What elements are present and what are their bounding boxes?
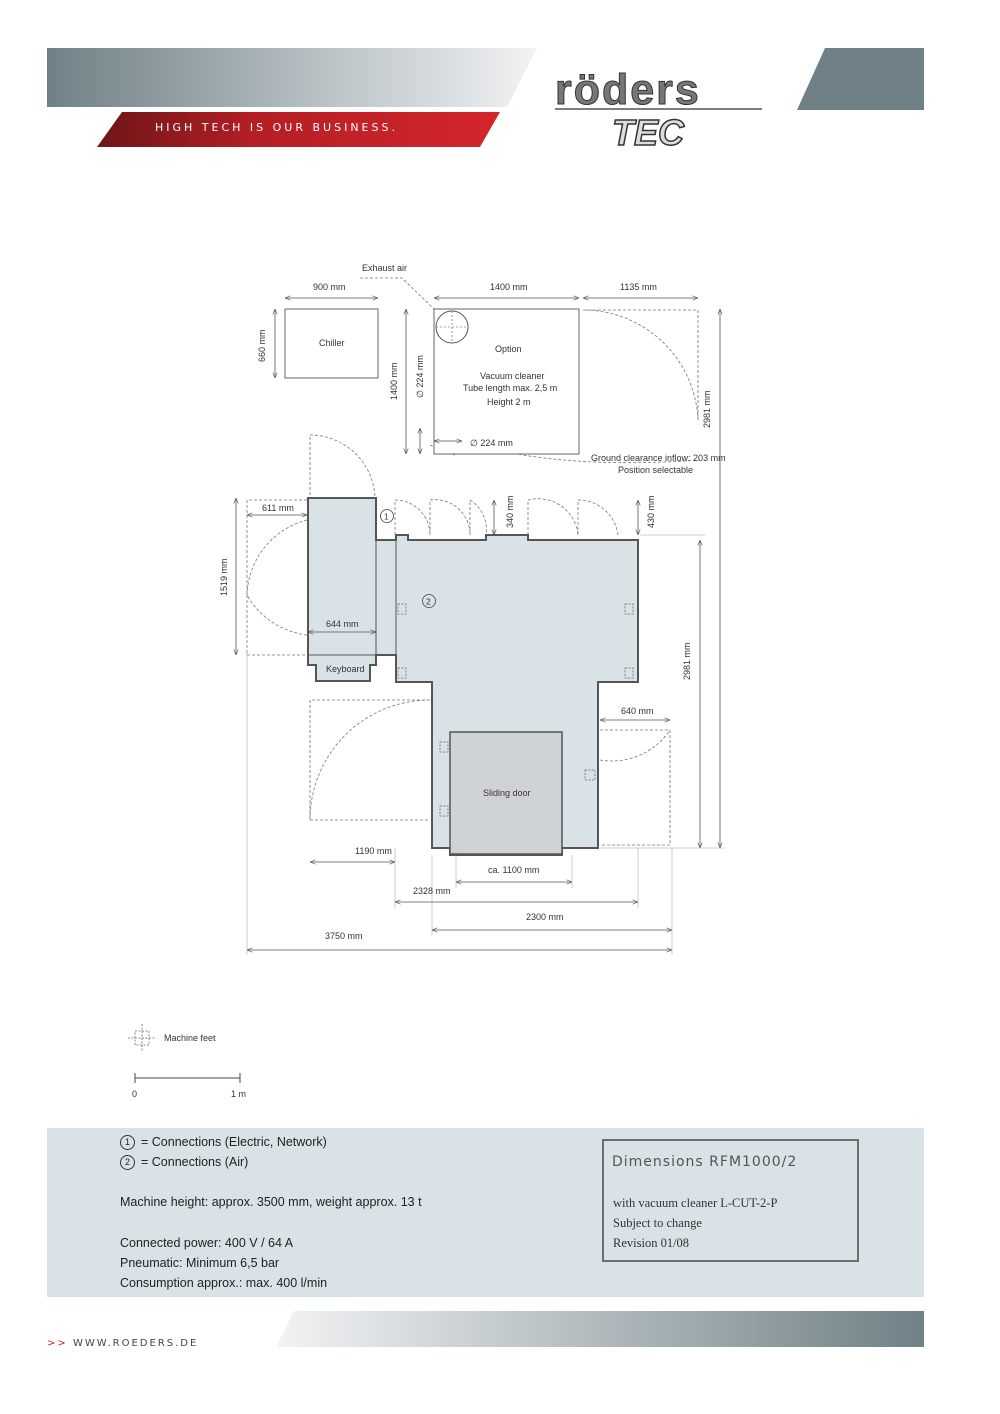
dim-1519: 1519 mm bbox=[219, 558, 229, 596]
dimensions-line-2: Subject to change bbox=[613, 1216, 702, 1230]
dim-2981-right: 2981 mm bbox=[702, 390, 712, 428]
label-vac1: Vacuum cleaner bbox=[480, 371, 544, 381]
dim-644: 644 mm bbox=[326, 619, 359, 629]
legend-machine-feet: Machine feet bbox=[164, 1033, 216, 1043]
dim-640: 640 mm bbox=[621, 706, 654, 716]
label-chiller: Chiller bbox=[319, 338, 345, 348]
connection-marker-2: 2 bbox=[426, 597, 431, 607]
label-exhaust-air: Exhaust air bbox=[362, 263, 407, 273]
dim-224-horiz: ∅ 224 mm bbox=[470, 438, 513, 448]
info-power: Connected power: 400 V / 64 A bbox=[120, 1236, 294, 1250]
dim-340: 340 mm bbox=[505, 495, 515, 528]
dim-1190: 1190 mm bbox=[355, 846, 392, 856]
dim-611: 611 mm bbox=[262, 503, 294, 513]
dim-660: 660 mm bbox=[257, 329, 267, 362]
dim-224-vert: ∅ 224 mm bbox=[415, 355, 425, 398]
header-gray-corner bbox=[797, 48, 924, 110]
footer-band bbox=[276, 1311, 924, 1347]
connection-marker-1: 1 bbox=[384, 512, 389, 522]
footer-arrows: >> bbox=[47, 1338, 68, 1349]
info-machine-height: Machine height: approx. 3500 mm, weight … bbox=[120, 1195, 422, 1209]
dim-2300: 2300 mm bbox=[526, 912, 564, 922]
machine-feet-legend-icon bbox=[128, 1024, 156, 1052]
footer-url-link[interactable]: >> WWW.ROEDERS.DE bbox=[47, 1338, 198, 1349]
header-red-band bbox=[97, 112, 500, 147]
brand-logo-top: röders bbox=[555, 66, 701, 114]
label-keyboard: Keyboard bbox=[326, 664, 365, 674]
floor-plan: Exhaust air Chiller Option Vacuum cleane… bbox=[128, 263, 726, 1099]
dim-1100: ca. 1100 mm bbox=[488, 865, 539, 875]
info-connection-2: 2= Connections (Air) bbox=[120, 1155, 248, 1171]
header-gray-band bbox=[47, 48, 537, 107]
dim-1400-top: 1400 mm bbox=[490, 282, 528, 292]
dimensions-line-3: Revision 01/08 bbox=[613, 1236, 690, 1250]
info-connection-1: 1= Connections (Electric, Network) bbox=[120, 1135, 327, 1151]
label-vac3: Height 2 m bbox=[487, 397, 531, 407]
dimensions-title: Dimensions RFM1000/2 bbox=[612, 1154, 798, 1170]
label-sliding-door: Sliding door bbox=[483, 788, 531, 798]
dim-900: 900 mm bbox=[313, 282, 346, 292]
footer-url-text: WWW.ROEDERS.DE bbox=[72, 1338, 199, 1349]
header-graphics: röders TEC bbox=[47, 48, 924, 154]
dimensions-line-1: with vacuum cleaner L-CUT-2-P bbox=[613, 1196, 778, 1210]
dim-1135: 1135 mm bbox=[620, 282, 657, 292]
scale-1m: 1 m bbox=[231, 1089, 246, 1099]
label-ground2: Position selectable bbox=[618, 465, 693, 475]
circle-1-icon: 1 bbox=[120, 1135, 135, 1151]
dim-430: 430 mm bbox=[646, 495, 656, 528]
brand-logo-bottom: TEC bbox=[612, 112, 685, 153]
chiller-box bbox=[284, 308, 379, 379]
dim-2981-inner: 2981 mm bbox=[682, 642, 692, 680]
tagline: HIGH TECH IS OUR BUSINESS. bbox=[155, 121, 398, 134]
dim-3750: 3750 mm bbox=[325, 931, 363, 941]
label-ground1: Ground clearance inflow: 203 mm bbox=[591, 453, 726, 463]
dim-2328: 2328 mm bbox=[413, 886, 451, 896]
circle-2-icon: 2 bbox=[120, 1155, 135, 1171]
dimensions-box bbox=[602, 1139, 859, 1262]
label-vac2: Tube length max. 2,5 m bbox=[463, 383, 557, 393]
sliding-door bbox=[449, 731, 563, 855]
info-pneumatic: Pneumatic: Minimum 6,5 bar bbox=[120, 1256, 280, 1270]
vacuum-cleaner-box bbox=[433, 308, 580, 455]
info-consumption: Consumption approx.: max. 400 l/min bbox=[120, 1276, 328, 1290]
scale-bar bbox=[134, 1073, 241, 1083]
scale-0: 0 bbox=[132, 1089, 137, 1099]
label-option: Option bbox=[495, 344, 522, 354]
dim-1400-vert: 1400 mm bbox=[389, 362, 399, 400]
info-panel bbox=[47, 1128, 924, 1297]
